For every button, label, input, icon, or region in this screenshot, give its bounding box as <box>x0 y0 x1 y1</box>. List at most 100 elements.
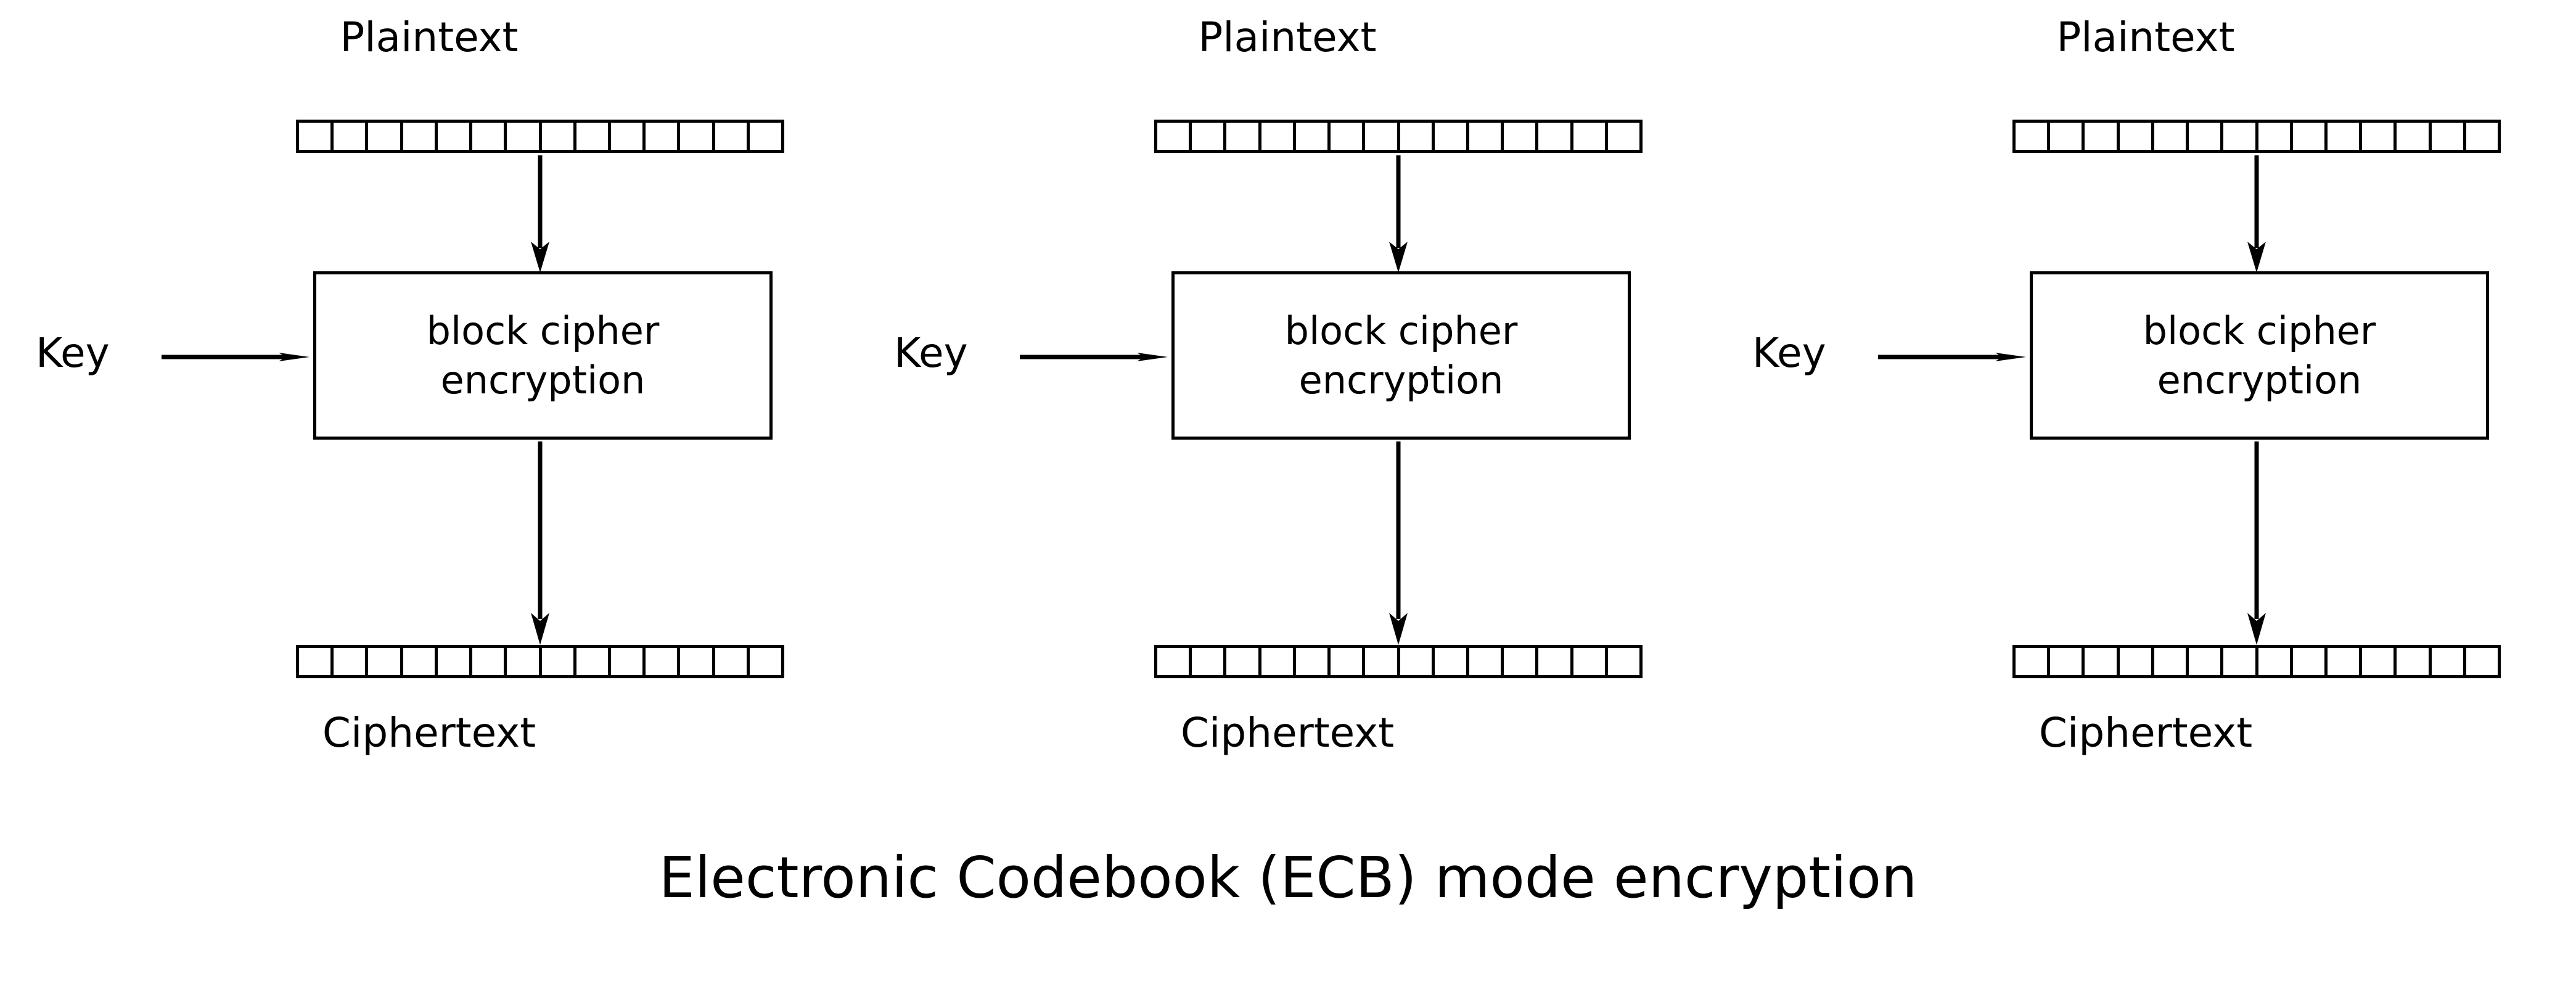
block-cell <box>2223 123 2258 150</box>
block-cell <box>715 648 750 675</box>
block-cell <box>2362 123 2397 150</box>
ciphertext-block-bar <box>296 645 784 678</box>
block-cell <box>1573 123 1608 150</box>
block-cell <box>1538 123 1573 150</box>
block-cipher-encryption-box: block cipher encryption <box>2030 271 2489 440</box>
key-label: Key <box>1752 329 1826 377</box>
cipher-box-line-2: encryption <box>2157 357 2362 403</box>
cipher-to-ciphertext-arrow <box>2244 441 2269 645</box>
block-cell <box>2016 123 2051 150</box>
cipher-box-line-2: encryption <box>440 357 646 403</box>
block-cell <box>472 648 507 675</box>
block-cell <box>1608 648 1639 675</box>
block-cell <box>1157 648 1192 675</box>
block-cell <box>507 123 542 150</box>
key-to-cipher-arrow <box>1878 353 2026 361</box>
block-cell <box>438 123 473 150</box>
plaintext-to-cipher-arrow <box>1386 155 1411 273</box>
block-cell <box>2085 123 2120 150</box>
block-cell <box>2258 123 2293 150</box>
block-cell <box>750 123 781 150</box>
block-cell <box>1504 648 1539 675</box>
block-cell <box>507 648 542 675</box>
block-cell <box>1365 648 1400 675</box>
block-cell <box>1296 648 1331 675</box>
ciphertext-block-bar <box>2012 645 2501 678</box>
block-cell <box>2085 648 2120 675</box>
block-cell <box>299 648 334 675</box>
block-cell <box>646 648 681 675</box>
block-cell <box>542 648 576 675</box>
block-cell <box>2328 123 2363 150</box>
block-cell <box>1331 123 1366 150</box>
block-cell <box>299 123 334 150</box>
block-cell <box>1435 123 1469 150</box>
block-cell <box>1192 648 1227 675</box>
block-cell <box>334 648 369 675</box>
block-cell <box>1469 123 1504 150</box>
block-cell <box>680 123 715 150</box>
cipher-box-line-1: block cipher <box>2143 308 2376 354</box>
block-cell <box>1435 648 1469 675</box>
block-cell <box>1157 123 1192 150</box>
block-cell <box>1400 648 1435 675</box>
block-cell <box>2293 648 2328 675</box>
block-cell <box>2189 123 2224 150</box>
block-cell <box>576 648 611 675</box>
ciphertext-label: Ciphertext <box>2038 709 2253 757</box>
block-cell <box>1261 123 1296 150</box>
plaintext-block-bar <box>296 120 784 153</box>
block-cell <box>2189 648 2224 675</box>
plaintext-label: Plaintext <box>2056 14 2235 61</box>
block-cell <box>2120 123 2154 150</box>
plaintext-label: Plaintext <box>340 14 519 61</box>
block-cell <box>1504 123 1539 150</box>
block-cell <box>2154 648 2189 675</box>
block-cell <box>1226 648 1261 675</box>
block-cell <box>368 648 403 675</box>
block-cipher-encryption-box: block cipher encryption <box>313 271 773 440</box>
block-cell <box>2362 648 2397 675</box>
block-cell <box>1331 648 1366 675</box>
block-cipher-encryption-box: block cipher encryption <box>1171 271 1631 440</box>
ecb-block-panel: Plaintext Key block cipher encryption <box>1717 0 2575 795</box>
plaintext-block-bar <box>1154 120 1643 153</box>
block-cell <box>2050 648 2085 675</box>
block-cell <box>542 123 576 150</box>
block-cell <box>2016 648 2051 675</box>
block-cell <box>1365 123 1400 150</box>
block-cell <box>368 123 403 150</box>
ecb-block-panel: Plaintext Key block cipher encryption <box>858 0 1717 795</box>
cipher-to-ciphertext-arrow <box>1386 441 1411 645</box>
block-cell <box>1538 648 1573 675</box>
block-cell <box>750 648 781 675</box>
plaintext-label: Plaintext <box>1198 14 1377 61</box>
block-cell <box>646 123 681 150</box>
block-cell <box>2432 123 2466 150</box>
block-cell <box>403 123 438 150</box>
block-cell <box>2397 123 2432 150</box>
block-cell <box>2466 123 2498 150</box>
key-to-cipher-arrow <box>1020 353 1168 361</box>
ciphertext-block-bar <box>1154 645 1643 678</box>
block-cell <box>2328 648 2363 675</box>
block-cell <box>2432 648 2466 675</box>
block-cell <box>334 123 369 150</box>
block-cell <box>1226 123 1261 150</box>
block-cell <box>2223 648 2258 675</box>
block-cell <box>1261 648 1296 675</box>
block-cell <box>2466 648 2498 675</box>
block-cell <box>2258 648 2293 675</box>
plaintext-block-bar <box>2012 120 2501 153</box>
block-cell <box>611 123 646 150</box>
block-cell <box>2154 123 2189 150</box>
plaintext-to-cipher-arrow <box>2244 155 2269 273</box>
cipher-box-line-2: encryption <box>1298 357 1504 403</box>
cipher-box-line-1: block cipher <box>426 308 660 354</box>
block-cell <box>2293 123 2328 150</box>
block-cell <box>2397 648 2432 675</box>
block-cell <box>1573 648 1608 675</box>
ecb-block-panel: Plaintext Key block cipher encryption <box>0 0 858 795</box>
block-cell <box>1192 123 1227 150</box>
